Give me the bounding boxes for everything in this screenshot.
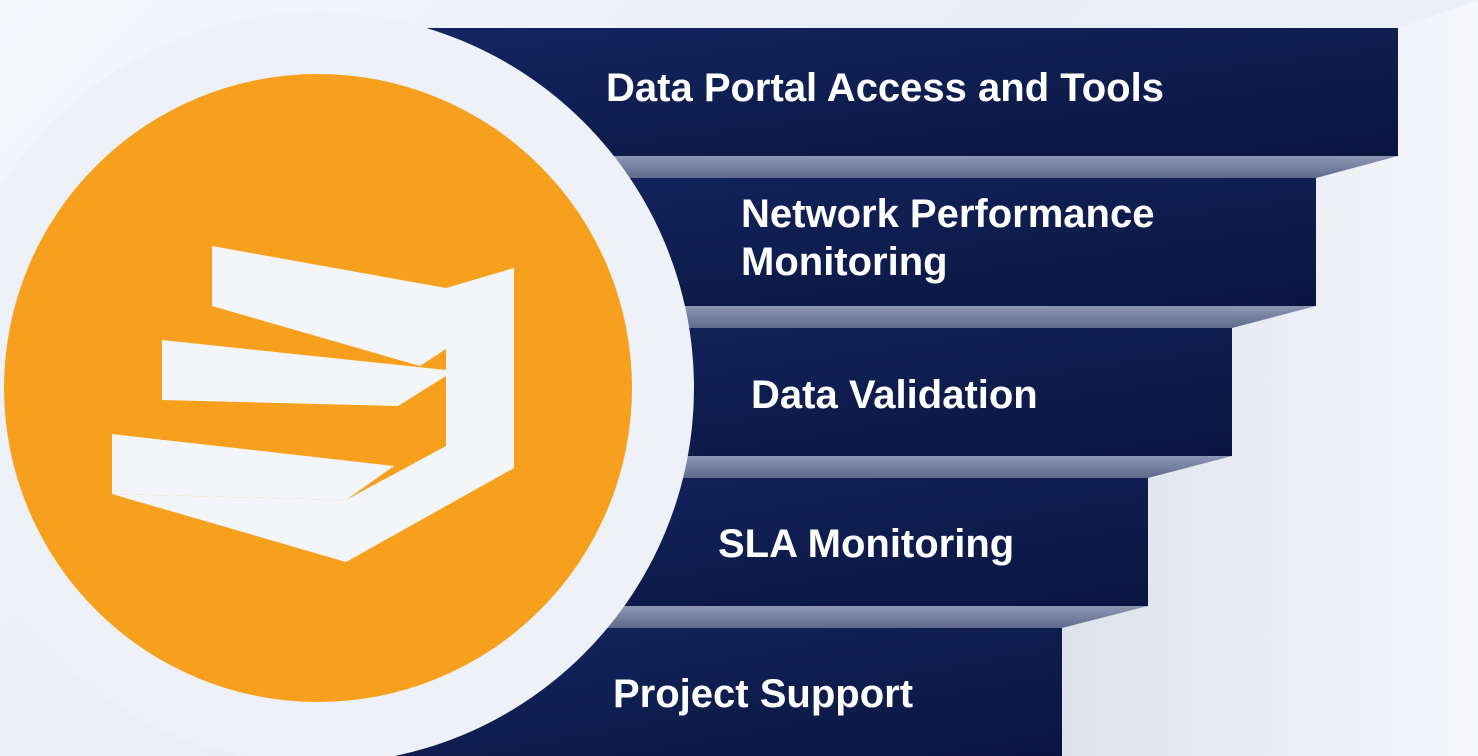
step-label-project-support: Project Support	[613, 672, 914, 716]
step-label-network-performance: Network Performance Monitoring	[741, 192, 1155, 284]
step-1-riser	[370, 28, 1398, 156]
step-1-tread	[370, 156, 1398, 178]
step-label-sla-monitoring: SLA Monitoring	[718, 522, 1015, 566]
wall-surface	[1062, 0, 1478, 756]
step-label-data-validation: Data Validation	[751, 373, 1038, 417]
step-label-data-portal: Data Portal Access and Tools	[606, 66, 1164, 110]
logo-mark	[112, 246, 514, 562]
